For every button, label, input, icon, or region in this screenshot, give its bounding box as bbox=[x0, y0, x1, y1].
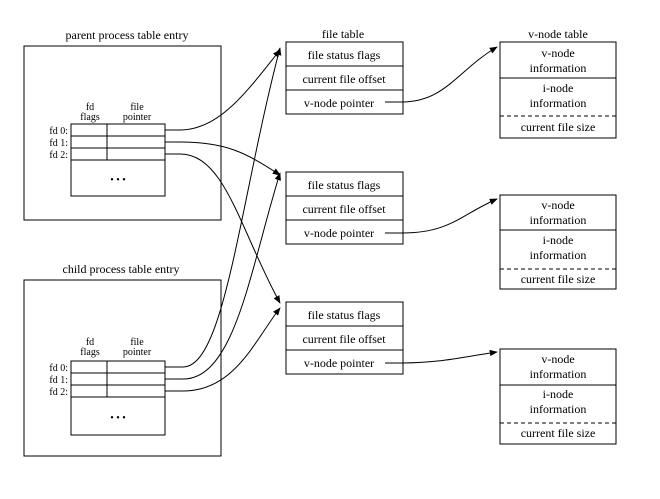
parent-fd-flags-header-1: fd bbox=[86, 102, 94, 113]
vnode-pointer-3: v-node pointer bbox=[304, 356, 374, 370]
inode-info-2-line1: i-node bbox=[543, 233, 574, 247]
vnode-entry-3: v-node information i-node information cu… bbox=[499, 348, 617, 445]
vnode-pointer-arrows bbox=[385, 46, 498, 364]
vnode-pointer-1: v-node pointer bbox=[304, 96, 374, 110]
vnode-pointer-2: v-node pointer bbox=[304, 226, 374, 240]
child-file-pointer-header-1: file bbox=[130, 337, 144, 348]
file-status-flags-1: file status flags bbox=[308, 48, 381, 62]
child-process-table: child process table entry fd flags file … bbox=[23, 262, 222, 457]
parent-file-pointer-header-1: file bbox=[130, 102, 144, 113]
vnode-entry-2: v-node information i-node information cu… bbox=[499, 194, 617, 290]
parent-process-box bbox=[23, 45, 222, 221]
child-fd1-label: fd 1: bbox=[49, 375, 68, 386]
current-file-size-1: current file size bbox=[521, 120, 596, 134]
parent-fd2-arrow bbox=[165, 153, 281, 304]
current-file-offset-3: current file offset bbox=[302, 332, 386, 346]
child-fd2-label: fd 2: bbox=[49, 387, 68, 398]
vnode-info-2-line1: v-node bbox=[541, 198, 574, 212]
current-file-size-2: current file size bbox=[521, 272, 596, 286]
child-fd-flags-header-2: flags bbox=[80, 347, 100, 358]
vnode-pointer-arrow-3 bbox=[385, 349, 498, 364]
child-fd0-arrow bbox=[165, 47, 282, 368]
current-file-offset-2: current file offset bbox=[302, 202, 386, 216]
child-process-box bbox=[23, 279, 222, 457]
current-file-size-3: current file size bbox=[521, 426, 596, 440]
child-fd2-arrow bbox=[165, 307, 281, 392]
file-table-entry-3: file status flags current file offset v-… bbox=[285, 301, 404, 375]
file-status-flags-3: file status flags bbox=[308, 308, 381, 322]
file-status-flags-2: file status flags bbox=[308, 178, 381, 192]
inode-info-3-line2: information bbox=[530, 402, 587, 416]
inode-info-1-line1: i-node bbox=[543, 81, 574, 95]
parent-process-title: parent process table entry bbox=[66, 28, 189, 42]
parent-fd0-label: fd 0: bbox=[49, 126, 68, 137]
child-fd0-label: fd 0: bbox=[49, 363, 68, 374]
parent-fd-flags-header-2: flags bbox=[80, 112, 100, 123]
child-fd-arrows bbox=[165, 47, 282, 392]
vnode-info-1-line2: information bbox=[530, 61, 587, 75]
parent-fd-arrows bbox=[165, 49, 281, 304]
parent-file-pointer-header-2: pointer bbox=[123, 112, 152, 123]
parent-fd1-label: fd 1: bbox=[49, 138, 68, 149]
child-process-title: child process table entry bbox=[63, 262, 180, 276]
vnode-info-2-line2: information bbox=[530, 213, 587, 227]
parent-ellipsis: • • • bbox=[110, 175, 126, 186]
parent-process-table: parent process table entry fd flags file… bbox=[23, 28, 222, 221]
vnode-entry-1: v-node information i-node information cu… bbox=[499, 41, 617, 139]
child-file-pointer-header-2: pointer bbox=[123, 347, 152, 358]
parent-fd1-arrow bbox=[165, 141, 281, 176]
child-fd1-arrow bbox=[165, 172, 281, 380]
child-ellipsis: • • • bbox=[110, 413, 126, 424]
parent-fd0-arrow bbox=[165, 49, 281, 131]
file-table-title: file table bbox=[322, 27, 364, 41]
current-file-offset-1: current file offset bbox=[302, 72, 386, 86]
inode-info-1-line2: information bbox=[530, 96, 587, 110]
child-fd-flags-header-1: fd bbox=[86, 337, 94, 348]
vnode-info-1-line1: v-node bbox=[541, 46, 574, 60]
child-fd-table bbox=[70, 360, 166, 436]
vnode-pointer-arrow-2 bbox=[385, 198, 498, 234]
vnode-info-3-line2: information bbox=[530, 367, 587, 381]
file-table-entry-1: file status flags current file offset v-… bbox=[285, 41, 404, 115]
inode-info-3-line1: i-node bbox=[543, 387, 574, 401]
vnode-table-title: v-node table bbox=[528, 27, 588, 41]
vnode-info-3-line1: v-node bbox=[541, 352, 574, 366]
file-table-entry-2: file status flags current file offset v-… bbox=[285, 171, 404, 245]
parent-fd2-label: fd 2: bbox=[49, 150, 68, 161]
vnode-pointer-arrow-1 bbox=[385, 46, 498, 103]
inode-info-2-line2: information bbox=[530, 248, 587, 262]
